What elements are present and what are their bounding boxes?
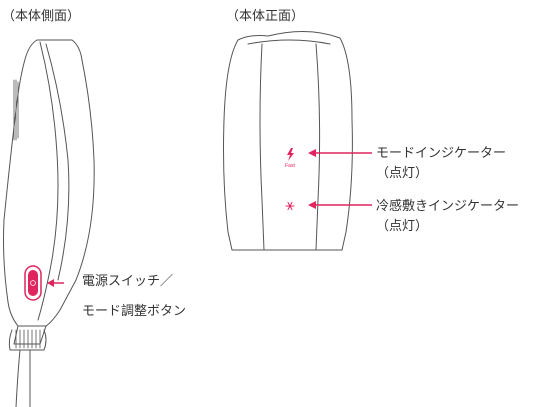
- front-view-title: （本体正面）: [226, 9, 305, 24]
- cool-indicator-label-line2: （点灯）: [376, 219, 429, 234]
- lightning-icon: [287, 148, 294, 161]
- front-view-body: [223, 30, 353, 251]
- power-button-face: [28, 270, 38, 296]
- front-center-left-edge: [259, 43, 265, 251]
- snowflake-icon: [285, 202, 295, 210]
- power-button-mark: [30, 280, 36, 286]
- mode-indicator-label-line2: （点灯）: [376, 166, 429, 181]
- power-callout-arrow: [47, 279, 64, 287]
- front-center-right-edge: [315, 43, 321, 251]
- fast-indicator-label: Fast: [285, 163, 295, 169]
- side-view-body: [3, 39, 95, 407]
- front-top-band: [247, 39, 331, 45]
- side-inner-line-1: [37, 41, 59, 321]
- side-grip-ridges: [13, 79, 19, 141]
- cool-indicator-label-line1: 冷感敷きインジケーター: [376, 199, 520, 214]
- side-view-title: （本体側面）: [2, 9, 81, 24]
- front-outer-outline: [223, 30, 353, 251]
- cable-guard-ridges: [15, 329, 41, 349]
- power-button: [24, 265, 42, 301]
- mode-callout-arrow: [308, 149, 372, 157]
- power-switch-label-line2: モード調整ボタン: [82, 304, 187, 319]
- mode-indicator-label-line1: モードインジケーター: [376, 146, 507, 161]
- cool-callout-arrow: [308, 201, 372, 209]
- side-inner-line-2: [45, 43, 70, 281]
- cable-neck: [13, 325, 47, 345]
- cable-wire: [15, 349, 31, 407]
- power-switch-label-line1: 電源スイッチ／: [82, 274, 174, 289]
- cable-guard: [8, 329, 47, 351]
- side-outer-outline: [3, 39, 95, 327]
